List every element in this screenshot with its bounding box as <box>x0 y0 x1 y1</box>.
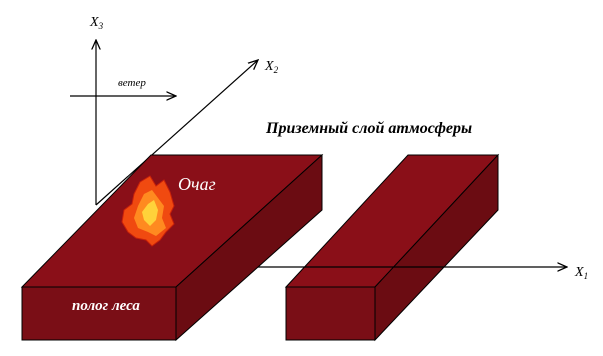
left-block-front <box>21 286 177 341</box>
surface-layer-label: Приземный слой атмосферы <box>265 120 472 137</box>
wind-label: ветер <box>118 77 146 89</box>
fire-inner <box>142 200 158 226</box>
left-forest-block <box>20 153 324 342</box>
x3-axis-label: X3 <box>89 15 104 31</box>
fire-focus <box>121 175 175 247</box>
right-forest-block <box>284 153 500 342</box>
canopy-label: полог леса <box>72 298 140 314</box>
x1-axis-label: X1 <box>574 265 588 281</box>
focus-label: Очаг <box>178 174 216 194</box>
x2-axis-label: X2 <box>264 59 279 75</box>
right-block-front <box>285 286 376 341</box>
x2-axis <box>95 60 258 206</box>
